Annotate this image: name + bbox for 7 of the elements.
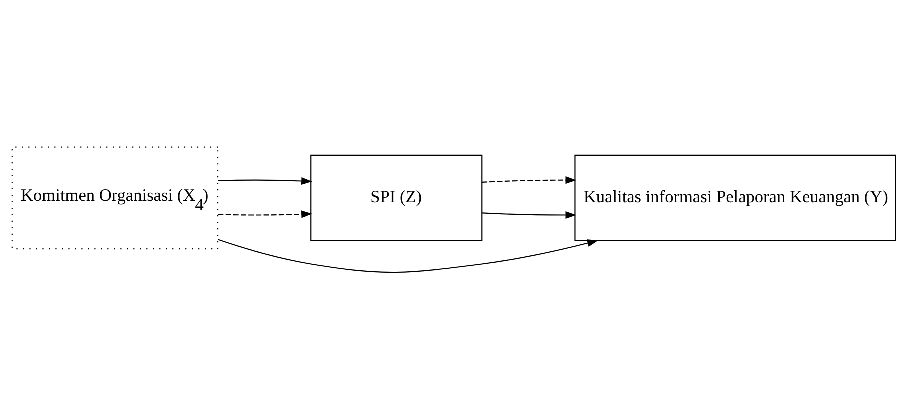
arrow: [218, 239, 598, 274]
arrow: [482, 211, 577, 220]
arrow: [482, 176, 577, 184]
node-box: Kualitas informasi Pelaporan Keuangan (Y): [574, 154, 896, 242]
node-box: SPI (Z): [310, 154, 483, 242]
arrow: [218, 177, 312, 185]
arrow: [218, 210, 312, 218]
